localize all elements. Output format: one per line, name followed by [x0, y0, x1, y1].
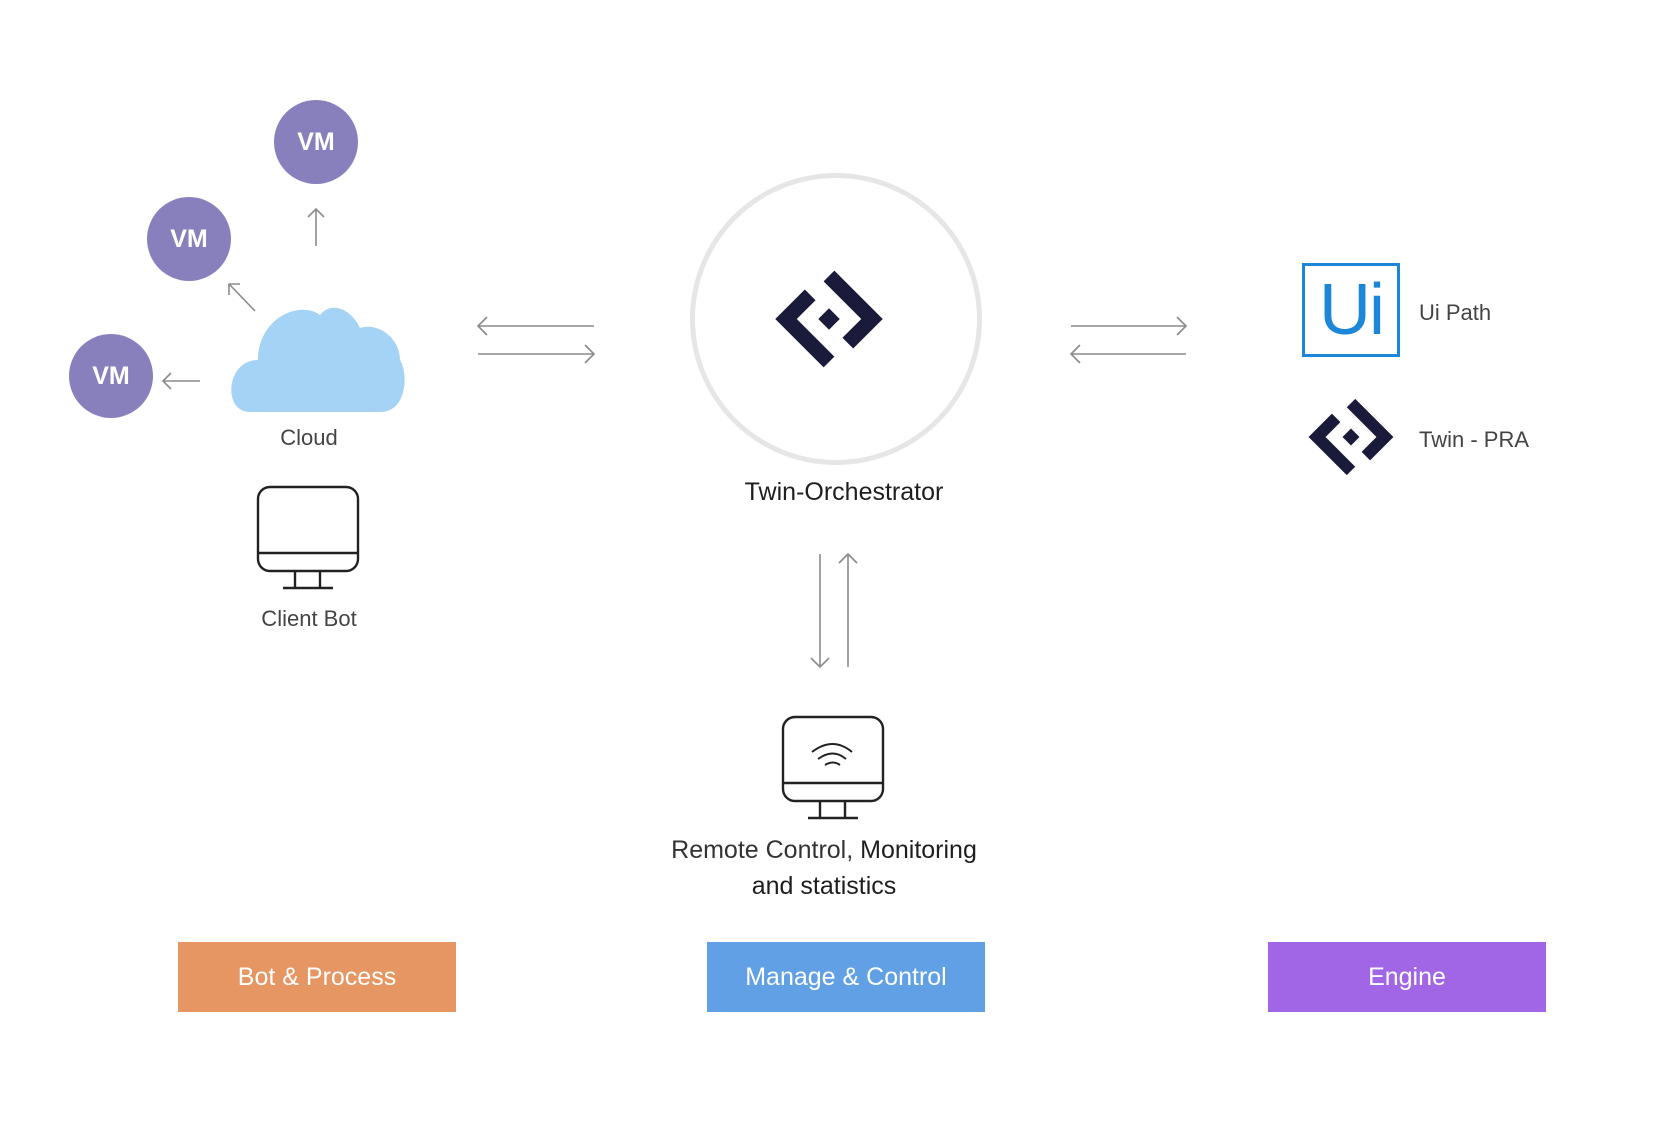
arrow-to-vm-middle	[228, 283, 256, 312]
category-manage-control: Manage & Control	[707, 942, 985, 1012]
vm-node-middle: VM	[147, 197, 231, 281]
arrow-engine-to-orchestrator	[1069, 344, 1186, 364]
vm-node-left: VM	[69, 334, 153, 418]
arrow-remote-to-orchestrator	[838, 552, 858, 667]
twin-pra-logo-icon	[1308, 394, 1394, 480]
arrow-orchestrator-to-bots	[476, 316, 594, 336]
orchestrator-title: Twin-Orchestrator	[744, 478, 944, 506]
cloud-icon	[231, 307, 405, 412]
category-engine: Engine	[1268, 942, 1546, 1012]
wifi-icon	[811, 743, 853, 766]
category-label: Bot & Process	[237, 962, 397, 991]
vm-label: VM	[92, 361, 130, 390]
engine-uipath-label: Ui Path	[1419, 300, 1492, 325]
uipath-logo-text: Ui	[1319, 270, 1385, 350]
vm-label: VM	[297, 127, 335, 156]
engine-twin-pra-label: Twin - PRA	[1419, 427, 1530, 452]
vm-node-top: VM	[274, 100, 358, 184]
client-monitor-icon	[256, 485, 360, 590]
category-label: Manage & Control	[745, 962, 947, 991]
category-bot-process: Bot & Process	[178, 942, 456, 1012]
remote-label-part2: Monitoring	[853, 836, 977, 864]
client-bot-label: Client Bot	[261, 606, 357, 631]
vm-label: VM	[170, 224, 208, 253]
arrow-orchestrator-to-remote	[810, 554, 830, 669]
category-label: Engine	[1368, 962, 1446, 991]
arrow-to-vm-top	[307, 207, 325, 246]
arrow-bots-to-orchestrator	[478, 344, 596, 364]
remote-monitor-icon	[781, 715, 885, 820]
remote-control-label: Remote Control, Monitoring and statistic…	[671, 832, 977, 904]
cloud-label: Cloud	[280, 425, 338, 450]
arrow-to-vm-left	[161, 372, 200, 390]
remote-label-part1: Remote Control,	[671, 836, 854, 864]
orchestrator-circle	[690, 173, 982, 465]
arrow-orchestrator-to-engine	[1071, 316, 1188, 336]
uipath-logo-icon: Ui	[1302, 263, 1400, 357]
remote-label-line2: and statistics	[751, 872, 897, 900]
